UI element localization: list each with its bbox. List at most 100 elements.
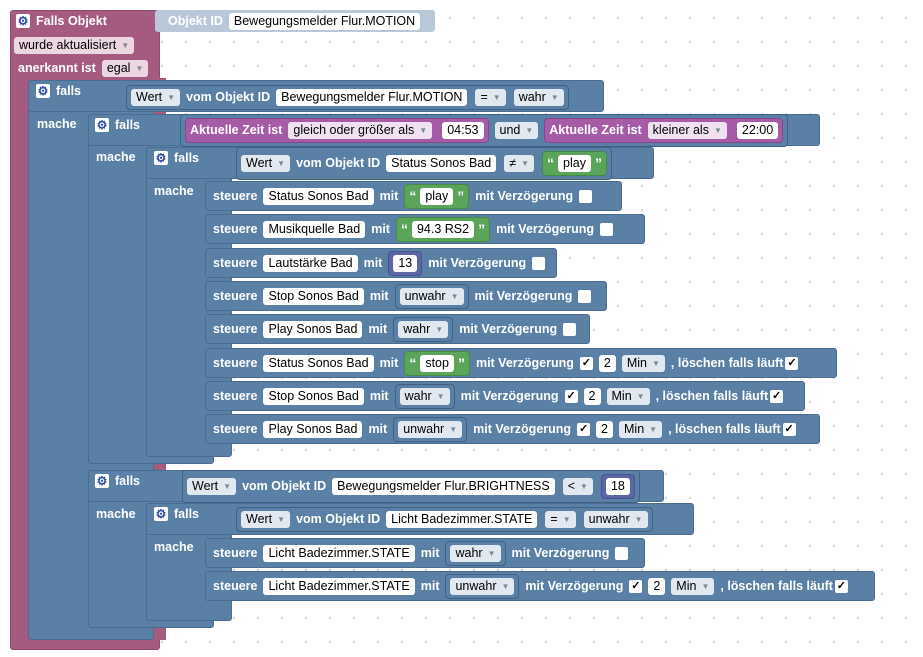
ack-dropdown[interactable]: egal▼ [101,59,149,77]
if4-value-field[interactable]: 18 [605,477,630,495]
clear-checkbox[interactable]: ✓ [770,389,784,403]
if5-object-field[interactable]: Licht Badezimmer.STATE [386,510,538,528]
wert-dropdown[interactable]: Wert▼ [131,88,181,106]
gear-icon[interactable]: ⚙ [36,84,50,98]
target-field[interactable]: Play Sonos Bad [263,420,363,438]
if5-compare-block[interactable]: Wert▼ vom Objekt ID Licht Badezimmer.STA… [236,506,653,532]
if4-compare-block[interactable]: Wert▼ vom Objekt ID Bewegungsmelder Flur… [182,469,640,503]
target-field[interactable]: Play Sonos Bad [263,320,363,338]
delay-checkbox[interactable] [532,256,546,270]
target-field[interactable]: Lautstärke Bad [263,254,358,272]
gear-icon[interactable]: ⚙ [154,151,168,165]
text-block[interactable]: “ play ” [542,150,607,176]
value-field[interactable]: 13 [393,254,418,272]
text-block[interactable]: “94.3 RS2” [395,216,491,242]
value-dropdown[interactable]: wahr▼ [399,387,450,405]
if4-object-field[interactable]: Bewegungsmelder Flur.BRIGHTNESS [332,477,555,495]
value-dropdown[interactable]: wahr▼ [398,320,449,338]
mit-label: mit [369,389,389,403]
time1-field[interactable]: 04:53 [442,121,484,139]
bool-block[interactable]: unwahr▼ [394,283,469,309]
delay-checkbox[interactable]: ✓ [564,389,578,403]
delay-checkbox[interactable] [563,322,577,336]
bool-block[interactable]: wahr▼ [393,316,454,342]
and-block[interactable]: Aktuelle Zeit ist gleich oder größer als… [180,113,789,147]
trigger-dropdown[interactable]: wurde aktualisiert▼ [14,36,135,54]
action-row: steuere Lautstärke Bad mit 13 mit Verzög… [213,250,551,276]
number-block[interactable]: 18 [600,473,635,499]
if3-compare-block[interactable]: Wert▼ vom Objekt ID Status Sonos Bad ≠▼ … [236,146,612,180]
unit-dropdown[interactable]: Min▼ [671,577,715,595]
value-dropdown[interactable]: wahr▼ [450,544,501,562]
delay-field[interactable]: 2 [648,577,666,595]
time-compare-1[interactable]: Aktuelle Zeit ist gleich oder größer als… [185,117,489,143]
if1-compare-block[interactable]: Wert▼ vom Objekt ID Bewegungsmelder Flur… [126,84,569,110]
bool-block[interactable]: wahr▼ [445,540,506,566]
delay-field[interactable]: 2 [596,420,613,438]
value-field[interactable]: play [420,187,454,205]
if5-value-dropdown[interactable]: unwahr▼ [583,510,648,528]
if3-operator-dropdown[interactable]: ≠▼ [504,154,535,172]
clear-checkbox[interactable]: ✓ [834,579,848,593]
delay-label: mit Verzögerung [475,356,574,370]
delay-field[interactable]: 2 [598,354,616,372]
target-field[interactable]: Stop Sonos Bad [263,287,364,305]
value-dropdown[interactable]: unwahr▼ [399,287,464,305]
clear-checkbox[interactable]: ✓ [785,356,799,370]
time2-field[interactable]: 22:00 [736,121,779,139]
if1-operator-dropdown[interactable]: =▼ [475,88,506,106]
value-field[interactable]: 94.3 RS2 [411,220,475,238]
mit-label: mit [368,422,388,436]
target-field[interactable]: Status Sonos Bad [263,354,374,372]
if3-object-field[interactable]: Status Sonos Bad [386,154,497,172]
object-id-label: Objekt ID [168,14,223,28]
wert-dropdown[interactable]: Wert▼ [241,154,291,172]
target-field[interactable]: Licht Badezimmer.STATE [263,577,415,595]
text-block[interactable]: “play” [404,183,470,209]
if1-object-field[interactable]: Bewegungsmelder Flur.MOTION [276,88,468,106]
delay-field[interactable]: 2 [583,387,601,405]
delay-checkbox[interactable] [578,289,592,303]
unit-dropdown[interactable]: Min▼ [619,420,663,438]
value-dropdown[interactable]: unwahr▼ [450,577,515,595]
target-field[interactable]: Licht Badezimmer.STATE [263,544,415,562]
quote-close-icon: ” [457,188,465,204]
delay-checkbox[interactable] [600,222,614,236]
target-field[interactable]: Musikquelle Bad [263,220,366,238]
value-dropdown[interactable]: unwahr▼ [398,420,463,438]
wert-dropdown[interactable]: Wert▼ [241,510,291,528]
time-op1-dropdown[interactable]: gleich oder größer als▼ [288,121,433,139]
if1-value-dropdown[interactable]: wahr▼ [513,88,564,106]
if5-operator-dropdown[interactable]: =▼ [545,510,576,528]
number-block[interactable]: 13 [388,250,423,276]
delay-checkbox[interactable]: ✓ [629,579,643,593]
target-field[interactable]: Status Sonos Bad [263,187,374,205]
delay-checkbox[interactable]: ✓ [579,356,593,370]
if4-operator-dropdown[interactable]: <▼ [562,477,593,495]
gear-icon[interactable]: ⚙ [154,507,168,521]
time-op2-dropdown[interactable]: kleiner als▼ [647,121,727,139]
target-field[interactable]: Stop Sonos Bad [263,387,364,405]
clear-checkbox[interactable]: ✓ [782,422,796,436]
delay-checkbox[interactable] [579,189,593,203]
delay-label: mit Verzögerung [525,579,624,593]
gear-icon[interactable]: ⚙ [95,118,109,132]
and-dropdown[interactable]: und▼ [494,121,539,139]
delay-checkbox[interactable]: ✓ [577,422,591,436]
unit-dropdown[interactable]: Min▼ [621,354,665,372]
text-block[interactable]: “stop” [404,350,470,376]
unit-dropdown[interactable]: Min▼ [606,387,650,405]
delay-checkbox[interactable] [615,546,629,560]
action-block[interactable] [205,381,805,411]
gear-icon[interactable]: ⚙ [95,474,109,488]
wert-dropdown[interactable]: Wert▼ [187,477,237,495]
time-compare-2[interactable]: Aktuelle Zeit ist kleiner als▼ 22:00 [544,117,784,143]
event-object-id-field[interactable]: Bewegungsmelder Flur.MOTION [228,12,421,30]
bool-block[interactable]: wahr▼ [394,383,455,409]
bool-block[interactable]: unwahr▼ [393,416,468,442]
gear-icon[interactable]: ⚙ [16,14,30,28]
value-field[interactable]: stop [420,354,454,372]
if3-value-field[interactable]: play [558,154,591,172]
bool-block[interactable]: unwahr▼ [445,573,520,599]
